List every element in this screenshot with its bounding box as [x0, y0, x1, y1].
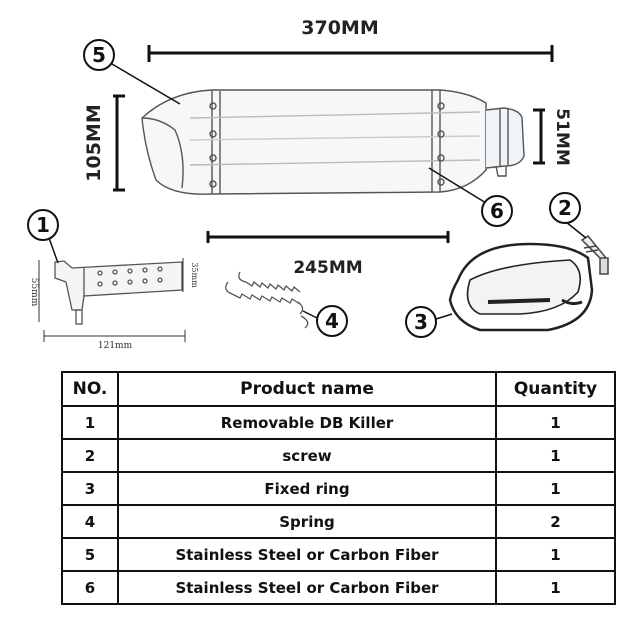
- label-killer-length: 121mm: [98, 341, 133, 351]
- label-length-total: 370MM: [301, 17, 378, 39]
- callout-4-label: 4: [325, 309, 339, 333]
- cell-product-name: Stainless Steel or Carbon Fiber: [117, 570, 497, 605]
- callout-3: 3: [405, 306, 453, 338]
- cell-product-name: Stainless Steel or Carbon Fiber: [117, 537, 497, 572]
- callout-2: 2: [549, 192, 587, 239]
- cell-no: 4: [61, 504, 119, 539]
- cell-quantity: 1: [495, 471, 616, 506]
- db-killer-dimensions: [38, 258, 186, 342]
- cell-no: 2: [61, 438, 119, 473]
- cell-no: 1: [61, 405, 119, 440]
- cell-product-name: Removable DB Killer: [117, 405, 497, 440]
- callout-1-label: 1: [36, 213, 50, 237]
- callout-5: 5: [83, 39, 181, 105]
- dimension-height-body: [113, 94, 125, 192]
- spring-drawing: [225, 271, 309, 329]
- label-outlet-diameter: 51MM: [552, 108, 572, 166]
- cell-quantity: 2: [495, 504, 616, 539]
- cell-quantity: 1: [495, 405, 616, 440]
- cell-no: 6: [61, 570, 119, 605]
- cell-quantity: 1: [495, 438, 616, 473]
- callout-6-label: 6: [490, 199, 504, 223]
- db-killer-drawing: [54, 260, 183, 325]
- dimension-outlet-diameter: [533, 108, 545, 165]
- cell-product-name: screw: [117, 438, 497, 473]
- header-product-name: Product name: [117, 371, 497, 407]
- callout-5-label: 5: [92, 43, 106, 67]
- cell-quantity: 1: [495, 537, 616, 572]
- callout-2-label: 2: [558, 196, 572, 220]
- table-row: 3 Fixed ring 1: [61, 471, 616, 506]
- exhaust-parts-diagram: 370MM 105MM 51MM 5: [27, 17, 609, 351]
- header-quantity: Quantity: [495, 371, 616, 407]
- label-killer-diameter: 35mm: [190, 262, 199, 288]
- label-length-body: 245MM: [293, 258, 362, 278]
- dimension-length-total: [147, 45, 554, 62]
- parts-table: NO. Product name Quantity 1 Removable DB…: [61, 371, 616, 605]
- table-row: 4 Spring 2: [61, 504, 616, 539]
- fixed-ring-drawing: [448, 242, 594, 332]
- cell-no: 3: [61, 471, 119, 506]
- label-killer-height: 55mm: [29, 278, 39, 307]
- dimension-length-body: [206, 231, 450, 243]
- cell-quantity: 1: [495, 570, 616, 605]
- table-row: 2 screw 1: [61, 438, 616, 473]
- cell-product-name: Fixed ring: [117, 471, 497, 506]
- muffler-drawing: [141, 89, 525, 195]
- callout-1: 1: [27, 209, 59, 264]
- callout-4: 4: [302, 305, 348, 337]
- callout-6: 6: [428, 167, 513, 227]
- cell-product-name: Spring: [117, 504, 497, 539]
- table-header-row: NO. Product name Quantity: [61, 371, 616, 407]
- header-no: NO.: [61, 371, 119, 407]
- cell-no: 5: [61, 537, 119, 572]
- table-row: 6 Stainless Steel or Carbon Fiber 1: [61, 570, 616, 605]
- table-row: 5 Stainless Steel or Carbon Fiber 1: [61, 537, 616, 572]
- label-height-body: 105MM: [83, 104, 105, 181]
- table-row: 1 Removable DB Killer 1: [61, 405, 616, 440]
- callout-3-label: 3: [414, 310, 428, 334]
